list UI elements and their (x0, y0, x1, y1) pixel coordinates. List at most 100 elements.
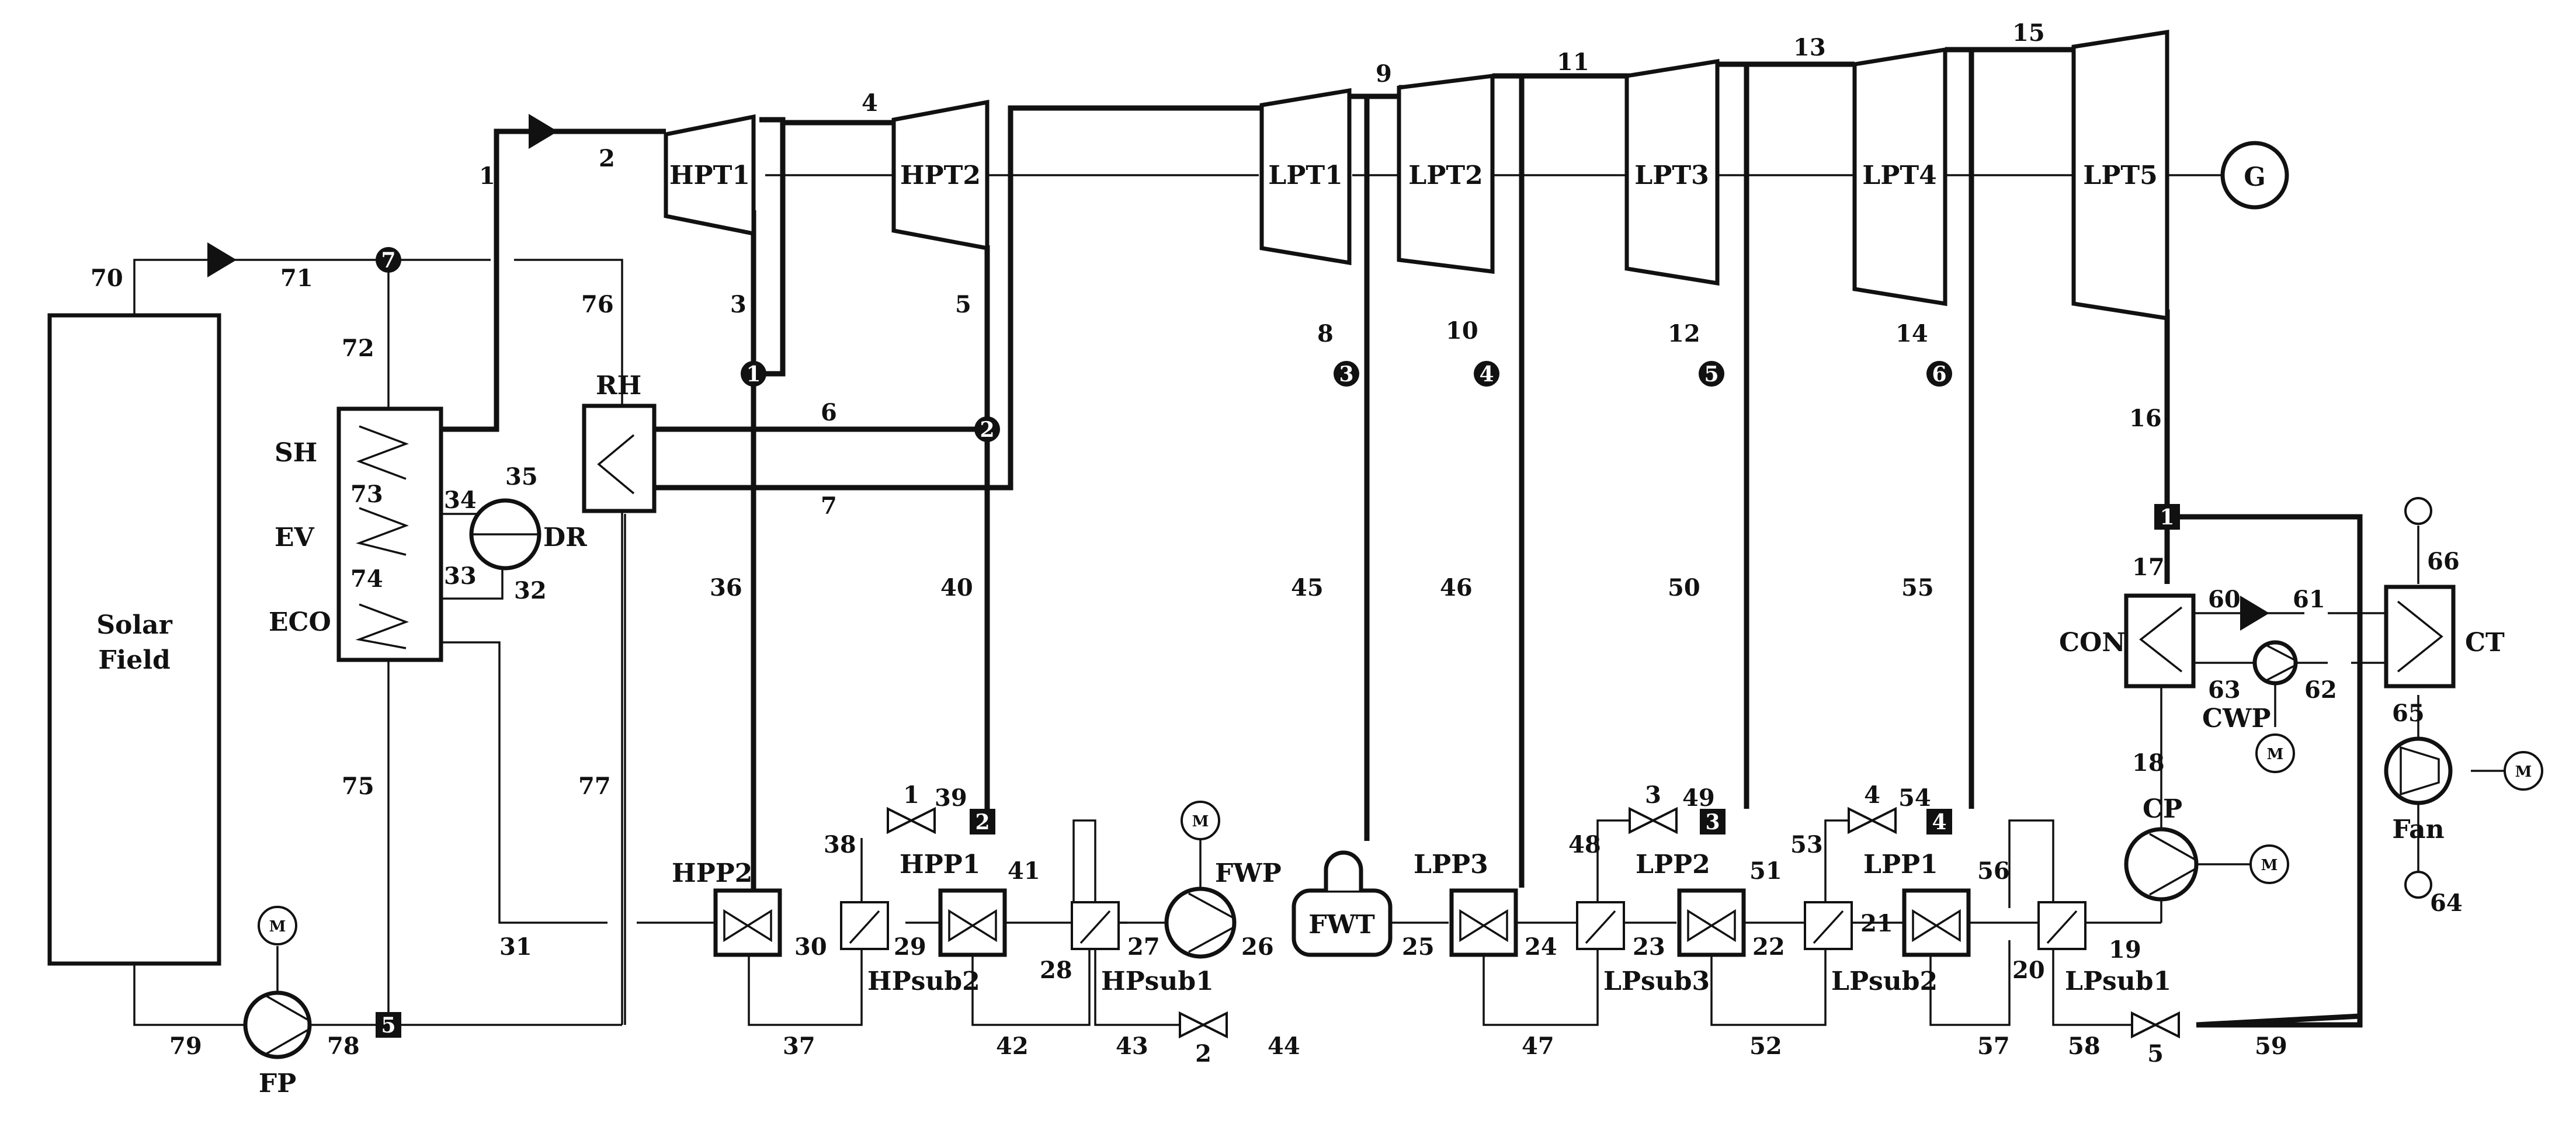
svg-text:70: 70 (91, 265, 123, 292)
svg-text:57: 57 (1977, 1032, 2010, 1060)
svg-text:66: 66 (2427, 548, 2460, 575)
node-6: 6 (1932, 362, 1946, 387)
mix-4: 4 (1932, 810, 1946, 835)
svg-text:39: 39 (935, 784, 967, 812)
svg-text:44: 44 (1268, 1032, 1300, 1060)
lpt3-label: LPT3 (1634, 161, 1709, 190)
mix-2: 2 (975, 810, 990, 835)
arrow-61-icon (2240, 596, 2269, 631)
svg-text:42: 42 (996, 1032, 1029, 1060)
turbine-lpt5 (2071, 29, 2169, 321)
solar-field-label-2: Field (98, 645, 170, 675)
turbine-lpt2 (1397, 74, 1495, 274)
heat-exchangers: HPP2 HPsub2 HPP1 HPsub1 LPP3 LPsub3 LPP2… (672, 850, 2171, 996)
ev-label: EV (275, 523, 315, 552)
valve-5-label: 5 (2147, 1040, 2164, 1068)
node-4: 4 (1479, 362, 1494, 387)
svg-text:28: 28 (1040, 957, 1072, 984)
flow-arrows (207, 114, 2269, 631)
svg-text:9: 9 (1376, 60, 1392, 88)
valves: 1 2 3 4 5 (887, 781, 2180, 1068)
lpp1-label: LPP1 (1863, 850, 1938, 879)
hpp1-label: HPP1 (900, 850, 980, 879)
svg-text:55: 55 (1901, 574, 1934, 601)
pump-cp (2124, 827, 2199, 902)
lpp3-label: LPP3 (1414, 850, 1488, 879)
svg-text:33: 33 (444, 562, 477, 590)
svg-text:60: 60 (2208, 586, 2241, 613)
fwt-label: FWT (1308, 910, 1375, 940)
lpsub1-label: LPsub1 (2065, 966, 2171, 996)
fwp-label: FWP (1215, 858, 1282, 888)
svg-text:71: 71 (280, 265, 313, 292)
eco-coil-icon (355, 603, 409, 649)
lpt4-label: LPT4 (1862, 161, 1936, 190)
svg-text:13: 13 (1793, 34, 1826, 61)
valve-4-label: 4 (1864, 781, 1880, 809)
hpp2-label: HPP2 (672, 858, 752, 888)
svg-text:78: 78 (327, 1032, 360, 1060)
generator: G (2220, 141, 2289, 210)
rh-label: RH (596, 371, 641, 401)
svg-text:76: 76 (581, 291, 614, 318)
solar-field-label-1: Solar (96, 610, 172, 640)
svg-text:27: 27 (1127, 933, 1160, 961)
svg-text:10: 10 (1446, 317, 1478, 345)
svg-text:50: 50 (1668, 574, 1700, 601)
fp-label: FP (259, 1069, 296, 1098)
cp-label: CP (2143, 794, 2182, 824)
svg-text:52: 52 (1749, 1032, 1782, 1060)
extraction-nodes: 7 1 2 3 4 5 6 (376, 247, 1952, 442)
svg-text:31: 31 (499, 933, 532, 961)
stream-numbers: 1 2 3 4 5 6 7 8 9 10 11 12 13 14 15 16 1… (91, 19, 2463, 1060)
svg-text:61: 61 (2293, 586, 2325, 613)
node-2: 2 (980, 418, 994, 442)
svg-text:64: 64 (2430, 889, 2463, 917)
motor-fwp: M (1192, 813, 1209, 830)
cooling-tower: CT (2384, 497, 2505, 899)
svg-text:56: 56 (1977, 857, 2010, 885)
lpt2-label: LPT2 (1408, 161, 1483, 190)
pump-fwp (1164, 886, 1237, 959)
ct-label: CT (2465, 628, 2505, 658)
valve-3-label: 3 (1645, 781, 1661, 809)
svg-text:35: 35 (505, 463, 538, 491)
lpt5-label: LPT5 (2083, 161, 2157, 190)
solar-field: Solar Field (47, 313, 221, 966)
svg-text:46: 46 (1440, 574, 1473, 601)
svg-text:38: 38 (824, 831, 856, 858)
svg-text:22: 22 (1752, 933, 1785, 961)
motor-fp: M (269, 918, 286, 936)
hpt1-label: HPT1 (669, 161, 750, 190)
generator-label: G (2244, 162, 2266, 192)
thin-pipes (133, 174, 2506, 1026)
svg-text:19: 19 (2109, 936, 2141, 964)
svg-text:45: 45 (1291, 574, 1324, 601)
svg-text:59: 59 (2255, 1032, 2287, 1060)
svg-text:51: 51 (1749, 857, 1782, 885)
motor-cwp: M (2267, 746, 2284, 763)
turbines: HPT1 HPT2 LPT1 LPT2 LPT3 LPT4 LPT5 (664, 29, 2169, 321)
motor-fan: M (2515, 763, 2532, 781)
svg-text:7: 7 (821, 492, 837, 520)
svg-text:79: 79 (169, 1032, 202, 1060)
pumps: FWP CP FP CWP (243, 640, 2298, 1098)
svg-text:54: 54 (1898, 784, 1931, 812)
svg-text:24: 24 (1525, 933, 1557, 961)
hpsub2-label: HPsub2 (867, 966, 980, 996)
svg-text:15: 15 (2012, 19, 2045, 47)
svg-text:53: 53 (1790, 831, 1823, 858)
svg-text:36: 36 (710, 574, 742, 601)
node-3: 3 (1339, 362, 1353, 387)
condenser: CON (2059, 593, 2196, 689)
svg-text:5: 5 (955, 291, 971, 318)
svg-text:20: 20 (2012, 957, 2045, 984)
svg-text:77: 77 (578, 773, 611, 800)
svg-text:41: 41 (1008, 857, 1040, 885)
valve-2-label: 2 (1195, 1040, 1211, 1068)
svg-text:73: 73 (350, 481, 383, 508)
turbine-lpt4 (1852, 47, 1947, 307)
svg-text:26: 26 (1241, 933, 1274, 961)
node-5: 5 (1704, 362, 1719, 387)
con-label: CON (2059, 628, 2126, 658)
